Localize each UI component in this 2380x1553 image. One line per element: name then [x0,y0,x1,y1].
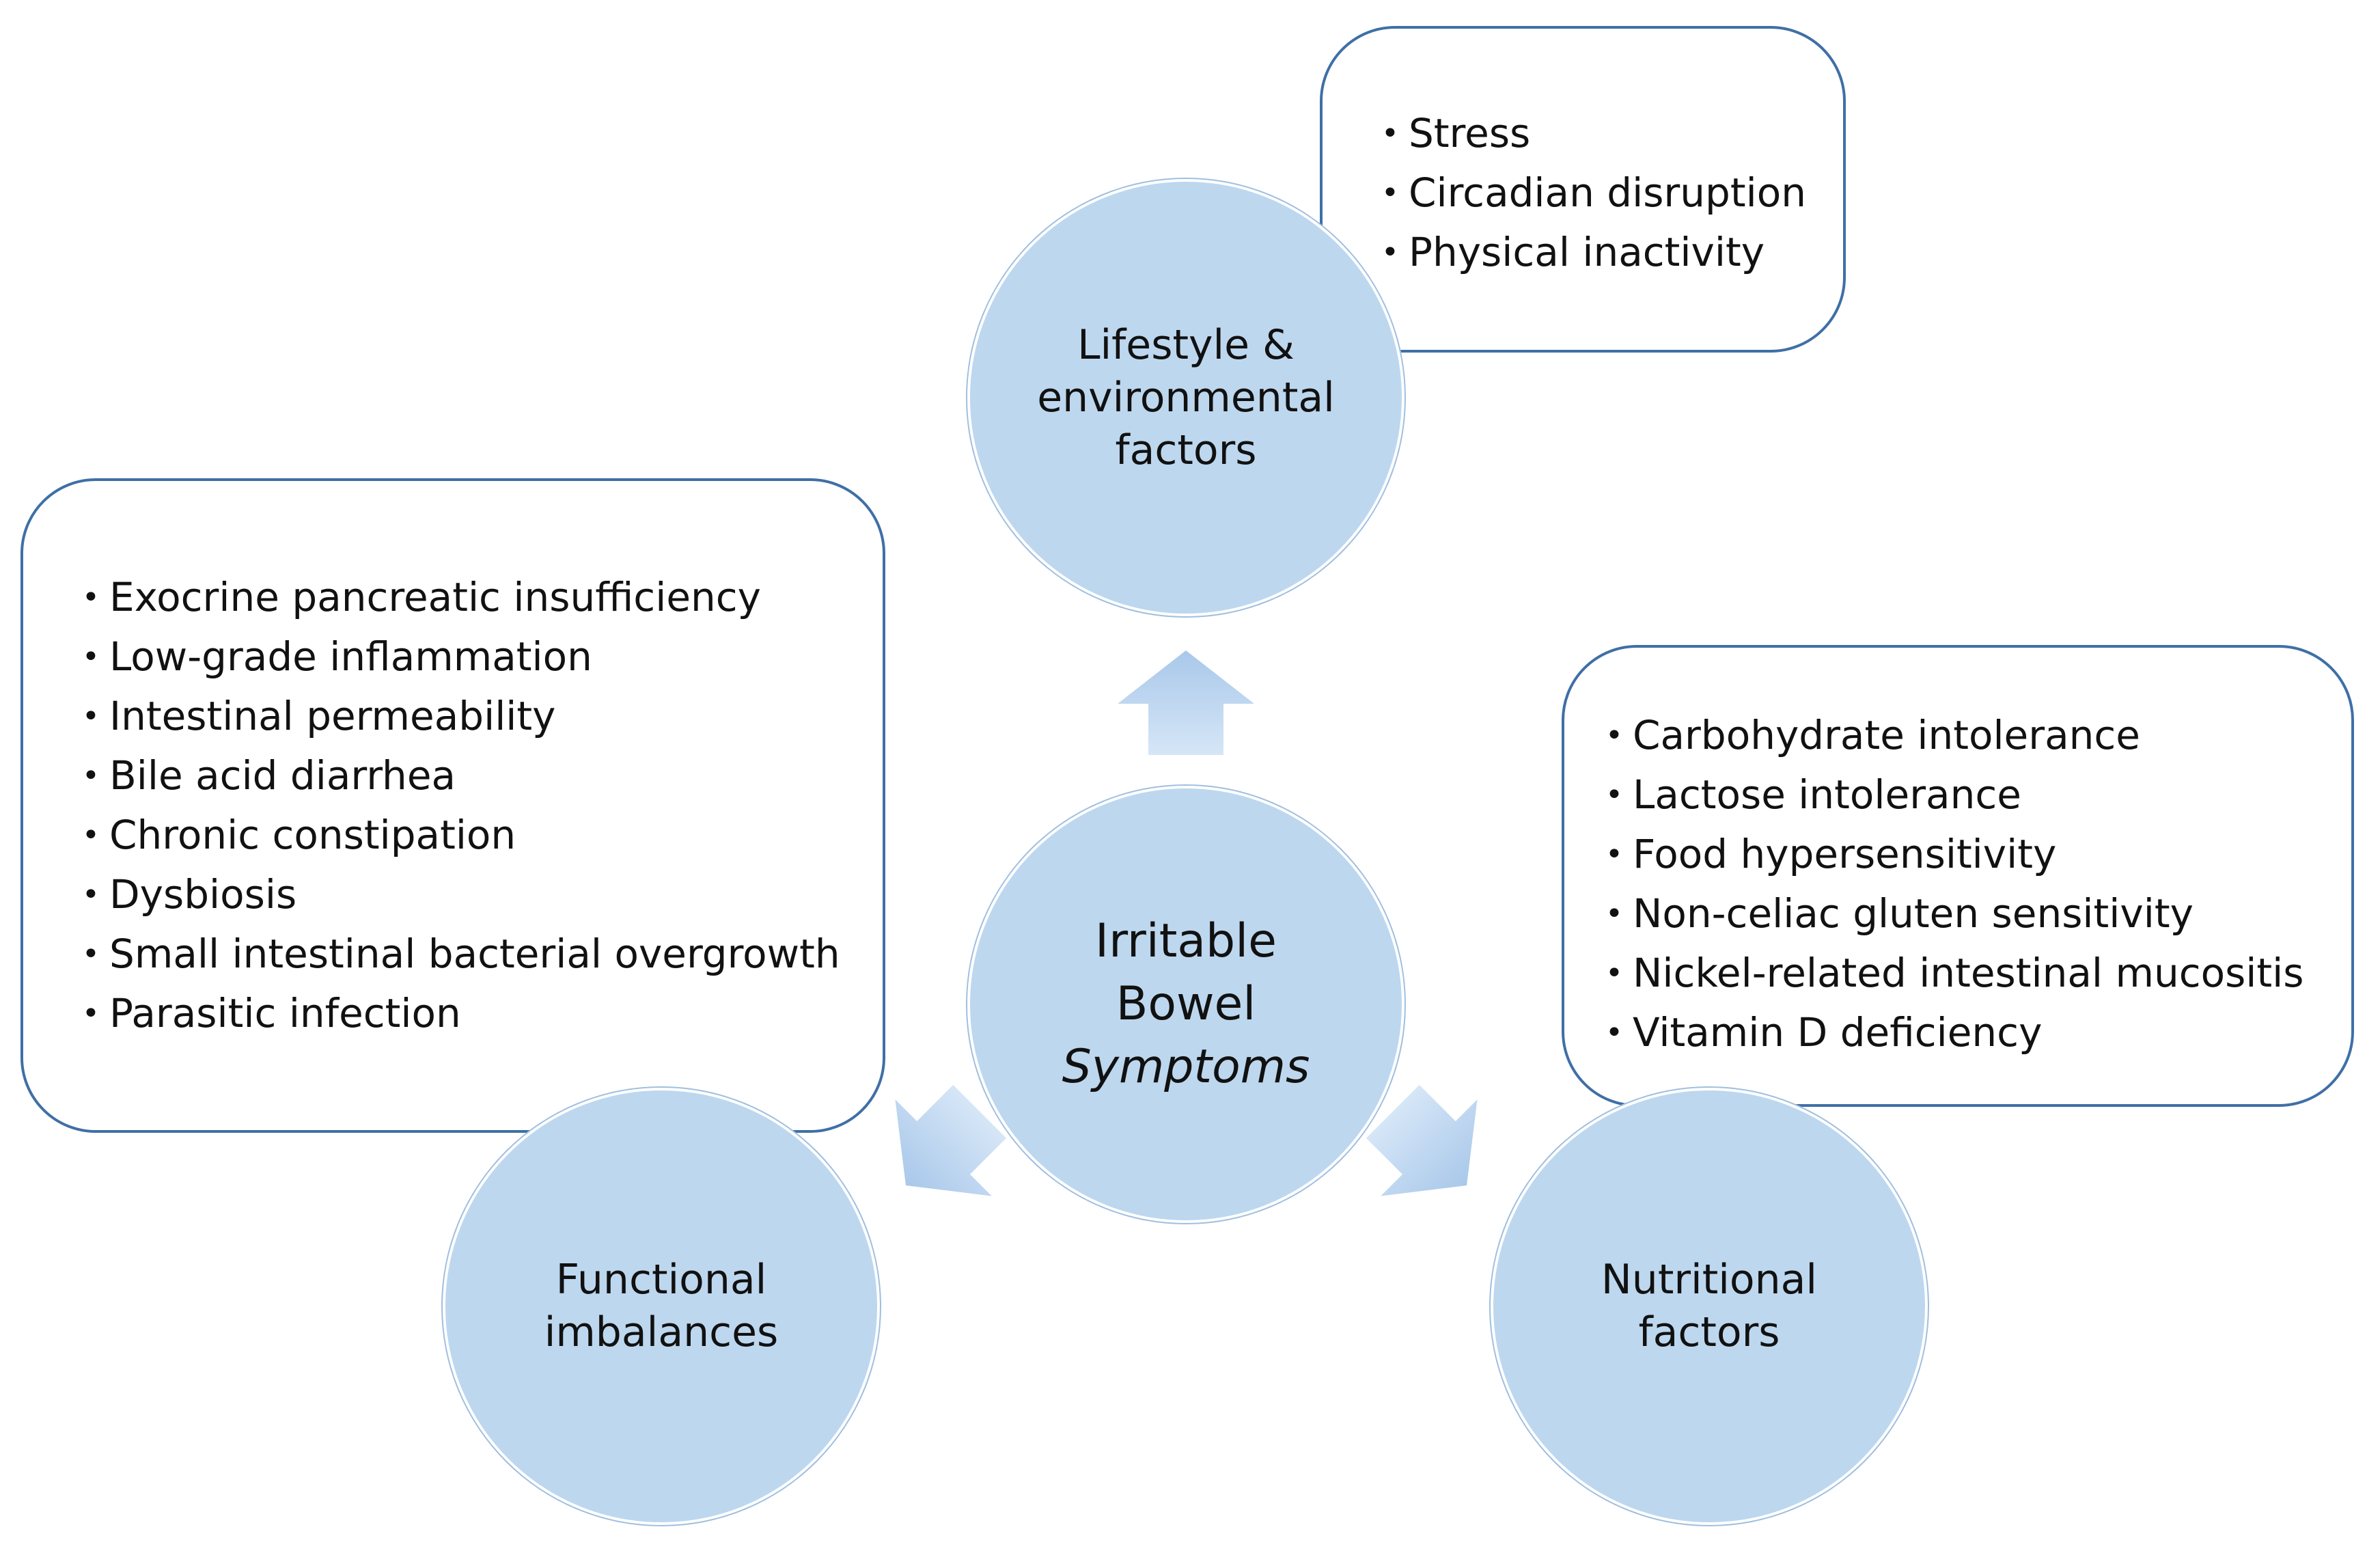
list-item: Carbohydrate intolerance [1605,706,2351,765]
list-item: Non-celiac gluten sensitivity [1605,884,2351,944]
center-label-line3: Symptoms [1062,1040,1310,1094]
nutritional-factors-circle: Nutritional factors [1491,1088,1928,1525]
arrow-to-nutritional [1366,1084,1478,1196]
arrow-to-functional [895,1084,1007,1196]
functional-imbalances-list: Exocrine pancreatic insufficiency Low-gr… [82,568,883,1043]
nutritional-label-line2: factors [1638,1308,1780,1356]
lifestyle-label-line1: Lifestyle & [1077,320,1295,369]
list-item: Dysbiosis [82,865,883,924]
list-item: Vitamin D deficiency [1605,1003,2351,1062]
list-item: Low-grade inflammation [82,627,883,687]
center-label-line2: Bowel [1116,977,1256,1031]
nutritional-factors-list: Carbohydrate intolerance Lactose intoler… [1605,706,2351,1062]
center-label-line1: Irritable [1095,914,1277,968]
lifestyle-factors-circle: Lifestyle & environmental factors [967,179,1405,616]
list-item: Bile acid diarrhea [82,746,883,806]
functional-imbalances-box: Exocrine pancreatic insufficiency Low-gr… [20,478,885,1133]
functional-label-line2: imbalances [544,1308,779,1356]
list-item: Small intestinal bacterial overgrowth [82,924,883,984]
list-item: Physical inactivity [1381,223,1843,282]
functional-label-line1: Functional [555,1256,767,1304]
list-item: Intestinal permeability [82,687,883,746]
list-item: Circadian disruption [1381,163,1843,223]
arrow-to-lifestyle [1118,650,1254,755]
list-item: Stress [1381,104,1843,163]
nutritional-label-line1: Nutritional [1601,1256,1818,1304]
lifestyle-label-line3: factors [1115,426,1257,474]
irritable-bowel-symptoms-circle: Irritable Bowel Symptoms [967,786,1405,1223]
list-item: Lactose intolerance [1605,765,2351,825]
list-item: Exocrine pancreatic insufficiency [82,568,883,627]
list-item: Chronic constipation [82,806,883,865]
functional-imbalances-circle: Functional imbalances [443,1088,880,1525]
nutritional-factors-box: Carbohydrate intolerance Lactose intoler… [1562,645,2354,1107]
lifestyle-factors-box: Stress Circadian disruption Physical ina… [1320,26,1846,353]
lifestyle-factors-list: Stress Circadian disruption Physical ina… [1381,104,1843,282]
list-item: Food hypersensitivity [1605,825,2351,884]
lifestyle-label-line2: environmental [1037,373,1335,422]
list-item: Nickel-related intestinal mucositis [1605,944,2351,1003]
list-item: Parasitic infection [82,984,883,1043]
